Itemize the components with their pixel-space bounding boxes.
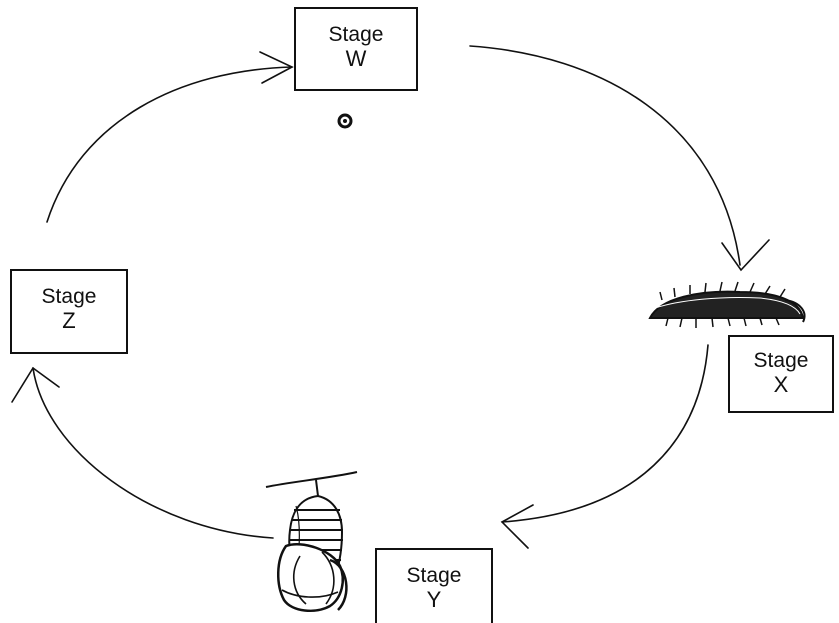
stage-z-word: Stage bbox=[41, 285, 97, 308]
egg-icon bbox=[337, 113, 353, 129]
arrowhead-z-to-w bbox=[259, 51, 294, 84]
stage-y-word: Stage bbox=[406, 564, 462, 587]
stage-w-word: Stage bbox=[328, 23, 384, 46]
stage-x-box: Stage X bbox=[728, 335, 834, 413]
arrow-w-to-x bbox=[469, 45, 741, 266]
arrow-z-to-w bbox=[46, 66, 293, 223]
stage-x-word: Stage bbox=[753, 349, 809, 372]
stage-w-letter: W bbox=[345, 46, 367, 71]
stage-x-letter: X bbox=[773, 372, 789, 397]
stage-y-letter: Y bbox=[426, 587, 442, 612]
chrysalis-icon bbox=[265, 471, 358, 613]
arrow-x-to-y bbox=[501, 344, 709, 523]
stage-z-letter: Z bbox=[62, 308, 76, 333]
arrowhead-y-to-z bbox=[11, 366, 60, 403]
arrowhead-x-to-y bbox=[500, 504, 534, 549]
stage-z-box: Stage Z bbox=[10, 269, 128, 354]
stage-y-box: Stage Y bbox=[375, 548, 493, 623]
caterpillar-icon bbox=[648, 281, 806, 328]
arrow-y-to-z bbox=[32, 367, 274, 539]
arrowhead-w-to-x bbox=[721, 239, 770, 272]
stage-w-box: Stage W bbox=[294, 7, 418, 91]
